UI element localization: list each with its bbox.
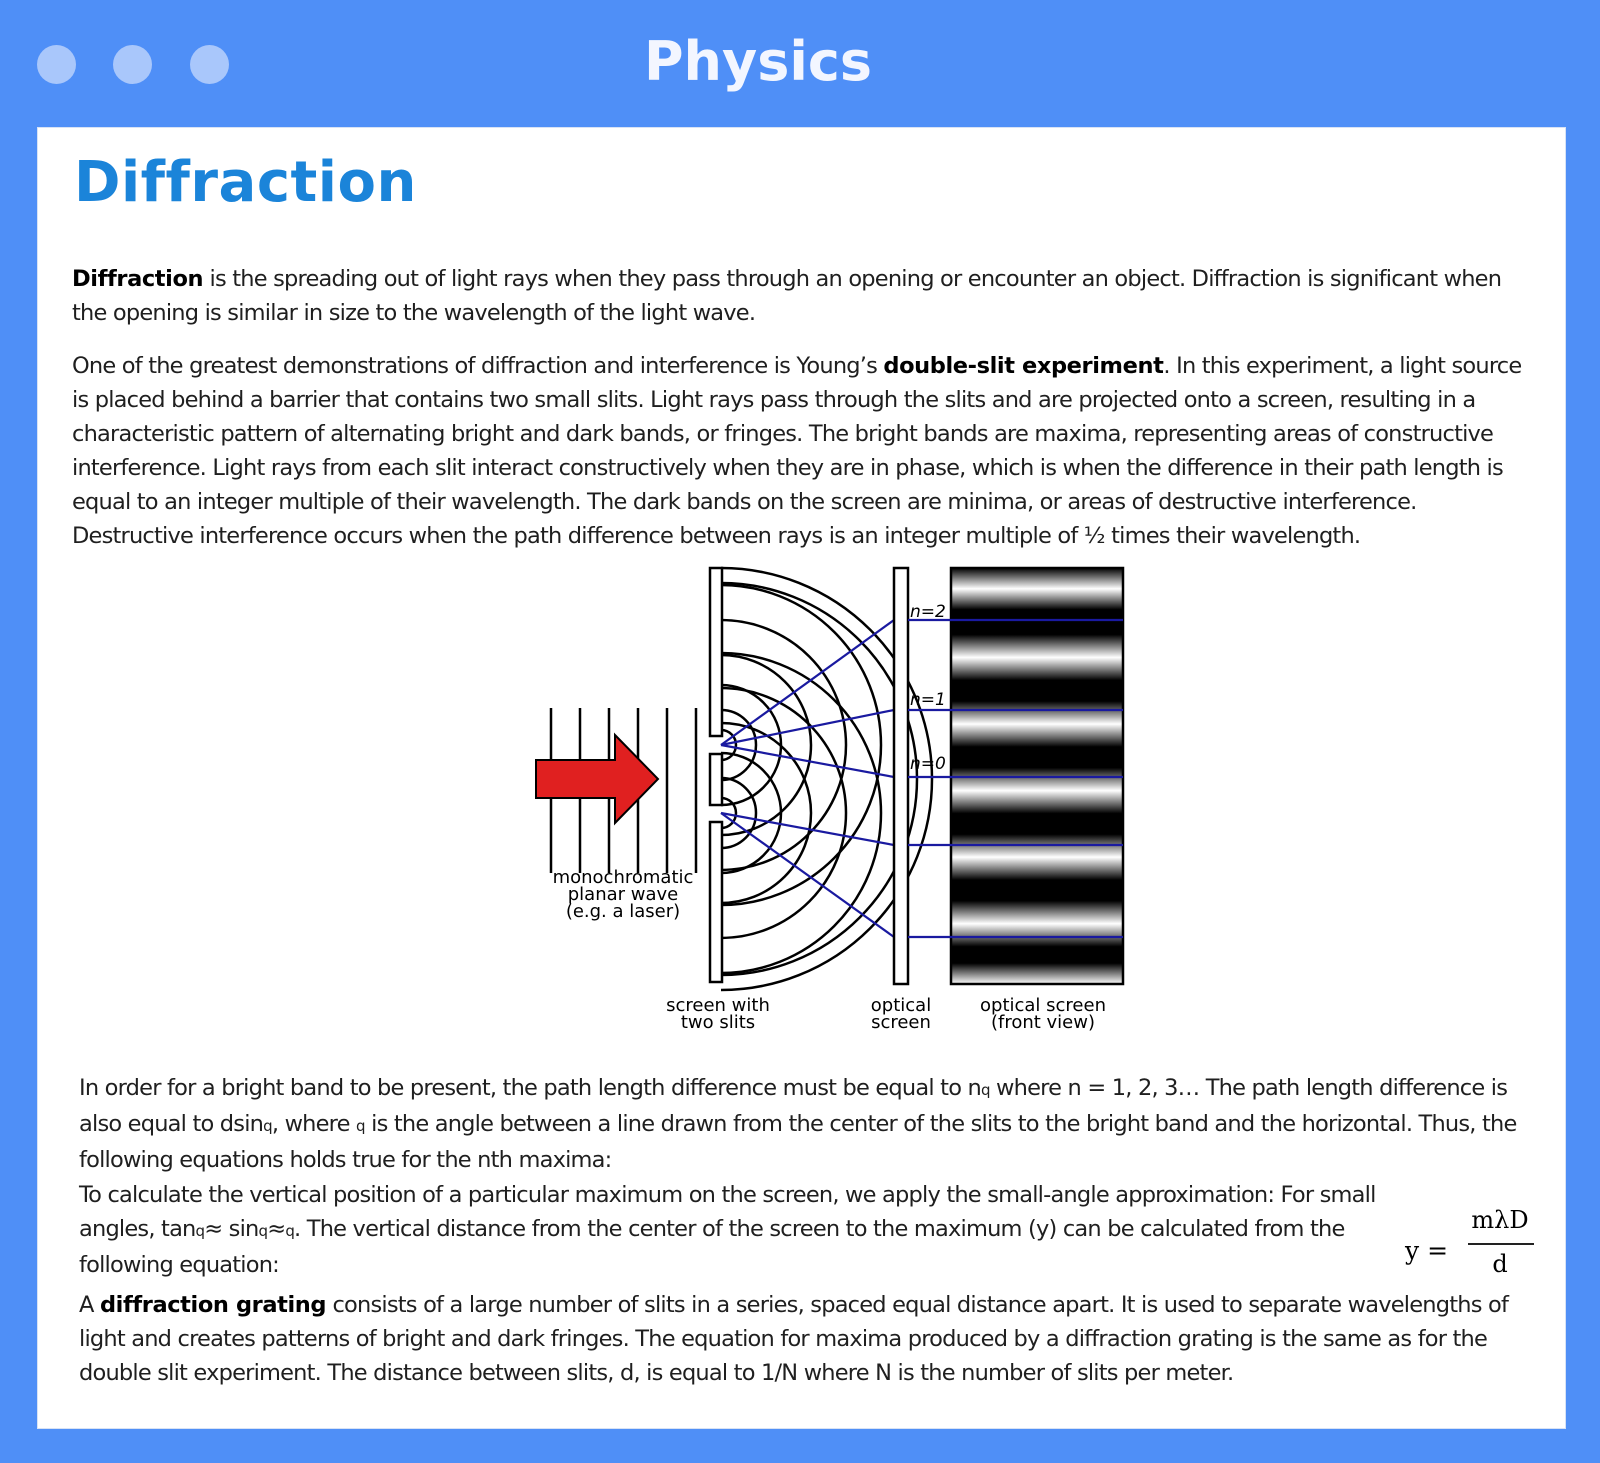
slit-barrier <box>708 566 724 984</box>
order-label: n=1 <box>910 690 946 710</box>
paragraph-text: ≈ sin <box>204 1216 259 1242</box>
order-label: n=0 <box>910 754 946 774</box>
arrow-icon <box>535 732 660 826</box>
paragraph-small-angle: To calculate the vertical position of a … <box>79 1178 1389 1282</box>
content-panel: Diffraction Diffraction is the spreading… <box>37 127 1566 1429</box>
paragraph-grating: A diffraction grating consists of a larg… <box>79 1288 1539 1390</box>
formula-lhs: y = <box>1405 1236 1449 1265</box>
window-maximize-dot[interactable] <box>190 45 229 84</box>
barrier-label: two slits <box>681 1012 755 1033</box>
paragraph-text: is the angle between a line drawn from t… <box>79 1111 1517 1173</box>
circular-wavefronts <box>721 566 934 992</box>
fraction-bar <box>1468 1243 1534 1245</box>
paragraph-text: A <box>79 1292 100 1318</box>
fringe-lines <box>908 618 1123 939</box>
theta-symbol: q <box>356 1117 366 1135</box>
double-slit-diagram: n=2 n=1 n=0 monochromatic planar wave (e… <box>535 566 1125 1033</box>
paragraph-definition: Diffraction is the spreading out of ligh… <box>72 262 1512 330</box>
paragraph-text: where n = 1, 2, 3… The path length diffe… <box>79 1075 1508 1137</box>
interference-rays <box>720 619 895 938</box>
page-title: Diffraction <box>74 150 417 215</box>
paragraph-text: . The vertical distance from the center … <box>79 1216 1345 1278</box>
fringe-position-formula: y = mλD d <box>1405 1206 1545 1286</box>
front-view-label: (front view) <box>991 1012 1095 1033</box>
paragraph-text: ≈ <box>267 1216 286 1242</box>
term-diffraction-grating: diffraction grating <box>99 1292 327 1318</box>
term-diffraction: Diffraction <box>72 266 204 292</box>
paragraph-path-difference: In order for a bright band to be present… <box>79 1071 1554 1177</box>
source-label: (e.g. a laser) <box>566 901 680 922</box>
front-view-label: optical screen <box>980 995 1106 1016</box>
paragraph-text: . In this experiment, a light source is … <box>72 353 1522 549</box>
screen-label: optical <box>871 995 931 1016</box>
theta-symbol: q <box>195 1222 206 1240</box>
paragraph-text: , where <box>271 1111 357 1137</box>
formula-denominator: d <box>1492 1250 1508 1278</box>
paragraph-text: is the spreading out of light rays when … <box>72 266 1502 326</box>
theta-symbol: q <box>285 1222 295 1240</box>
source-label: monochromatic <box>553 867 694 888</box>
order-label: n=2 <box>910 602 946 622</box>
paragraph-text: consists of a large number of slits in a… <box>79 1292 1509 1386</box>
window-minimize-dot[interactable] <box>113 45 152 84</box>
formula-numerator: mλD <box>1471 1206 1529 1234</box>
paragraph-text: One of the greatest demonstrations of di… <box>72 353 884 379</box>
optical-screen-side <box>892 566 910 986</box>
paragraph-text: In order for a bright band to be present… <box>79 1075 982 1101</box>
source-label: planar wave <box>568 884 679 905</box>
window-close-dot[interactable] <box>37 45 76 84</box>
theta-symbol: q <box>980 1081 991 1099</box>
paragraph-text: To calculate the vertical position of a … <box>79 1182 1376 1242</box>
barrier-label: screen with <box>666 995 770 1016</box>
paragraph-double-slit: One of the greatest demonstrations of di… <box>72 349 1542 553</box>
term-double-slit: double-slit experiment <box>883 353 1164 379</box>
window-title: Physics <box>643 30 873 93</box>
theta-symbol: q <box>258 1222 269 1240</box>
title-bar: Physics <box>0 0 1600 127</box>
screen-label: screen <box>871 1012 931 1033</box>
theta-symbol: q <box>263 1117 273 1135</box>
